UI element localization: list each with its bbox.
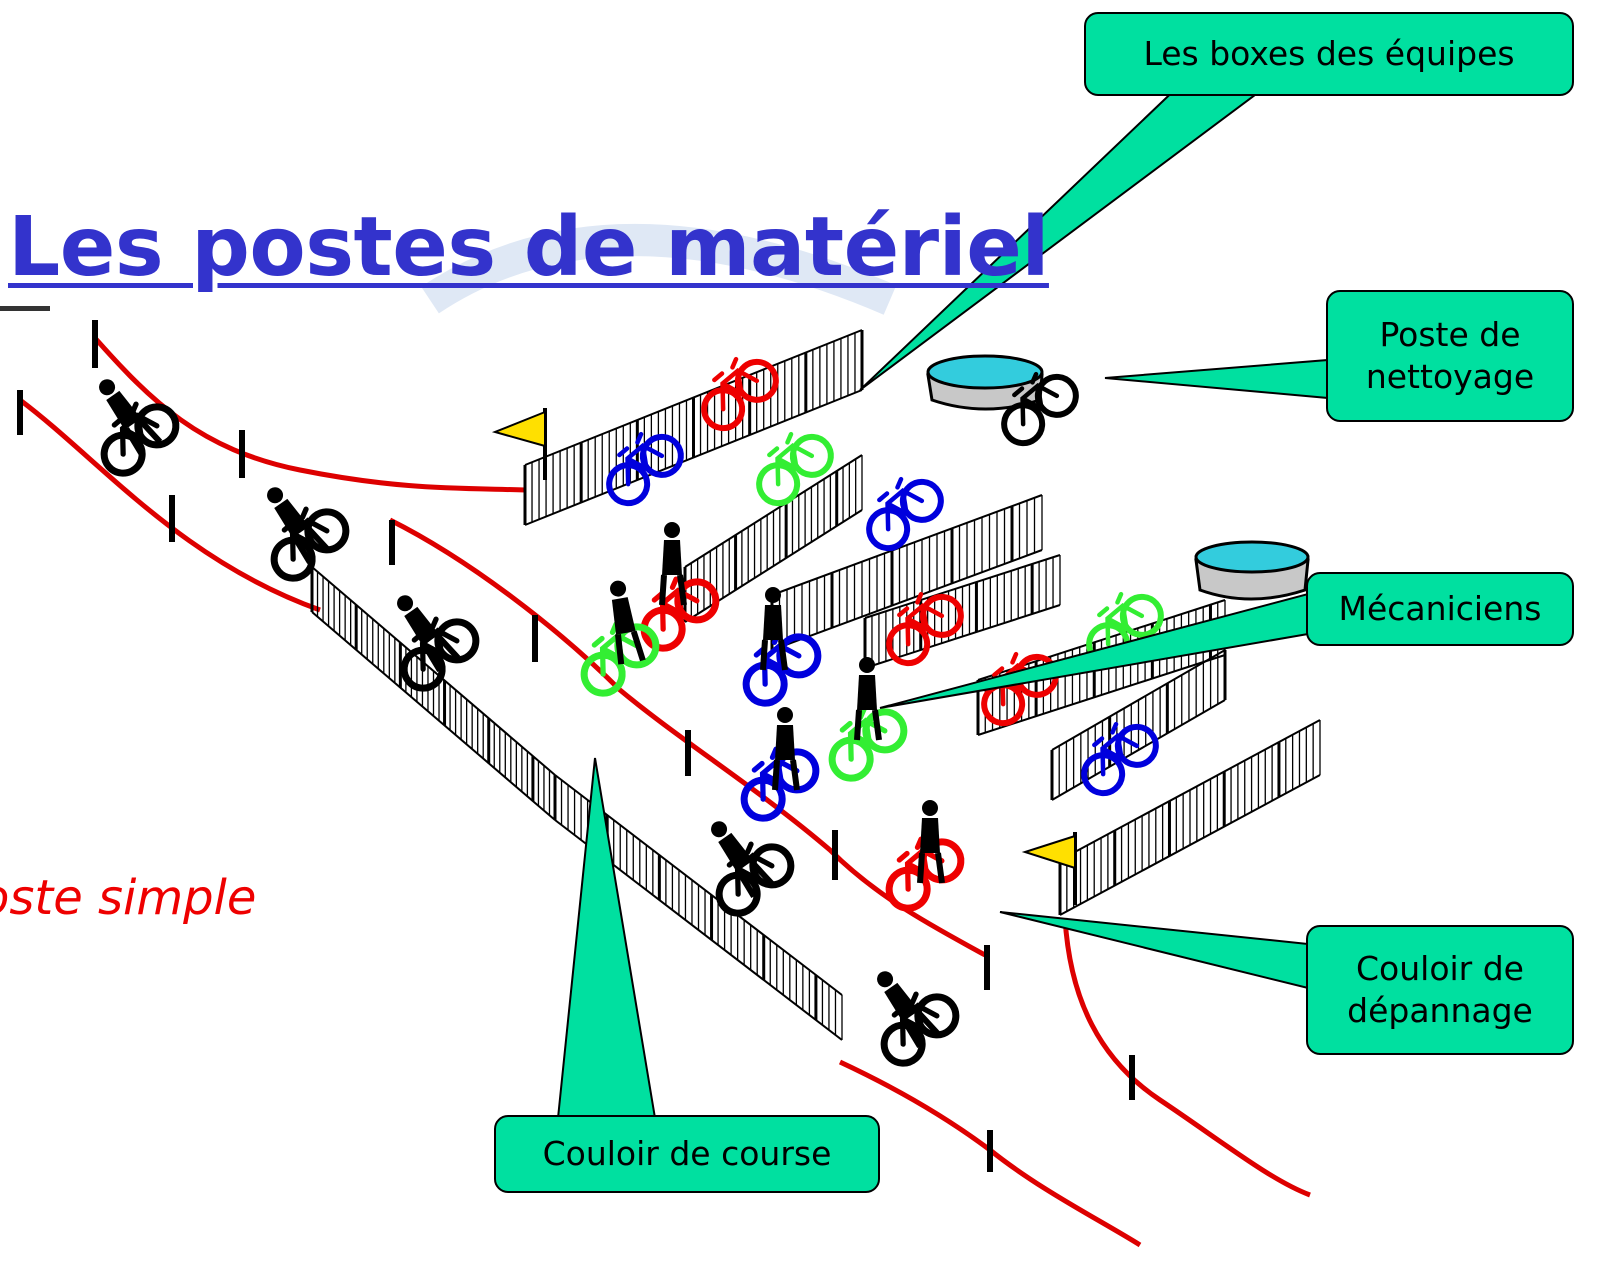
depannage-pointer: [999, 911, 1309, 990]
callout-mecaniciens: Mécaniciens: [1306, 572, 1574, 646]
barrier-icon: [770, 494, 1043, 651]
mechanic-icon: [917, 800, 945, 884]
callout-depannage-line1: Couloir de: [1356, 948, 1524, 988]
bicycle-icon: [1081, 721, 1159, 797]
callout-nettoyage-line2: nettoyage: [1365, 357, 1535, 396]
people: [99, 379, 945, 1048]
subtitle-text: oste simple: [0, 870, 257, 926]
barrier-icon: [310, 566, 556, 821]
callout-couloir-depannage: Couloir de dépannage: [1306, 925, 1574, 1055]
nettoyage-pointer: [1104, 358, 1329, 400]
callout-boxes-equipes: Les boxes des équipes: [1084, 12, 1574, 96]
bicycle-icon: [640, 576, 720, 652]
callout-depannage-line2: dépannage: [1347, 991, 1533, 1030]
callout-course-label: Couloir de course: [542, 1133, 832, 1173]
rider-icon: [711, 821, 775, 898]
callout-nettoyage-line1: Poste de: [1379, 314, 1521, 354]
course-pointer: [556, 757, 657, 1119]
bicycle-icon: [270, 506, 350, 582]
bicycle-icon: [740, 746, 820, 822]
rope-line: [93, 336, 526, 493]
page-title: Les postes de matériel: [8, 200, 1049, 295]
rider-icon: [267, 487, 331, 564]
bicycle-icon: [866, 476, 944, 552]
rider-icon: [99, 379, 163, 456]
barrier-icon: [683, 454, 863, 623]
rope-line: [1062, 917, 1311, 1198]
divider-mark: [0, 306, 50, 311]
wash-tub-icon: [1194, 540, 1310, 601]
bicycle-icon: [100, 401, 180, 477]
rope-line: [18, 398, 321, 613]
bicycle-icon: [400, 616, 480, 692]
bicycle-icon: [886, 591, 964, 667]
bicycle-icon: [701, 356, 779, 432]
barrier-icon: [1058, 719, 1321, 916]
wash-tub-icon: [926, 354, 1044, 411]
rope-posts: [17, 320, 1135, 1172]
mechanic-icon: [854, 657, 882, 741]
mechanic-icon: [610, 580, 646, 665]
callout-couloir-course: Couloir de course: [494, 1115, 880, 1193]
bicycle-icon: [606, 431, 684, 507]
bicycle-icon: [1001, 371, 1079, 447]
callout-boxes-label: Les boxes des équipes: [1143, 33, 1515, 73]
rider-icon: [877, 971, 941, 1048]
mechanic-icon: [760, 587, 788, 671]
flag-icon: [491, 408, 547, 480]
bicycle-icon: [756, 431, 834, 507]
watermark-arc: [421, 224, 897, 315]
mechanic-icon: [772, 707, 800, 791]
barrier-icon: [523, 329, 864, 526]
callout-poste-nettoyage: Poste de nettoyage: [1326, 290, 1574, 422]
callout-mecaniciens-label: Mécaniciens: [1338, 588, 1542, 628]
bicycle-icon: [880, 991, 960, 1067]
flag-icon: [1021, 832, 1077, 905]
rider-icon: [397, 595, 461, 672]
mechanic-icon: [659, 522, 687, 606]
